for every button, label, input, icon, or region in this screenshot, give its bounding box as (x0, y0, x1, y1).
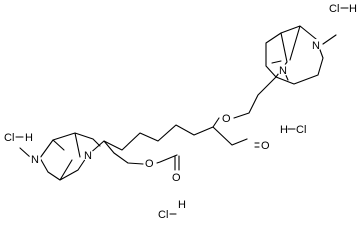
right-ester-o-atom: O (222, 113, 231, 125)
left-carbonyl-o-atom: O (172, 172, 181, 184)
hcl-3-cl: Cl (4, 132, 14, 144)
heptanedioate-chain (87, 124, 248, 156)
right-carbonyl-bond (254, 142, 260, 148)
right-n-methyl-bond (322, 34, 337, 45)
hcl-2-cl: Cl (296, 124, 306, 136)
hcl-2-h: H (280, 124, 288, 136)
left-bridge-n-atom: N (84, 150, 92, 162)
hcl-top-right: Cl H (329, 3, 357, 15)
left-methyl-n-atom: N (31, 154, 39, 166)
left-ester-o-atom: O (145, 158, 154, 170)
right-bridge-n-atom: N (279, 65, 287, 77)
hcl-left: Cl H (4, 132, 33, 144)
left-n-methyl-bond (19, 147, 31, 158)
chemical-structure-diagram: N N O O O O N N Cl H H Cl (4, 3, 357, 221)
right-ester-linker: O O (212, 76, 277, 152)
left-bicyclic-amine: N N (19, 132, 101, 181)
right-bicyclic-amine: N N (265, 25, 337, 85)
left-carbonyl-bond (174, 155, 180, 171)
right-methyl-n-atom: N (312, 40, 320, 52)
hcl-4-h: H (178, 199, 186, 211)
right-ester-bond (212, 117, 220, 128)
right-ethyl-bonds (233, 76, 277, 119)
left-ester-linker: O O (103, 140, 181, 184)
hcl-1-h: H (349, 3, 357, 15)
left-ethyl-bonds (103, 140, 144, 165)
right-carbonyl-o-atom: O (261, 140, 270, 152)
left-ester-bonds (156, 154, 178, 164)
hcl-1-cl: Cl (329, 3, 339, 15)
hcl-4-cl: Cl (158, 209, 168, 221)
hcl-bottom: Cl H (158, 199, 186, 221)
hcl-3-h: H (25, 132, 33, 144)
hcl-middle-right: H Cl (280, 124, 306, 136)
right-ring-bonds (265, 25, 324, 85)
